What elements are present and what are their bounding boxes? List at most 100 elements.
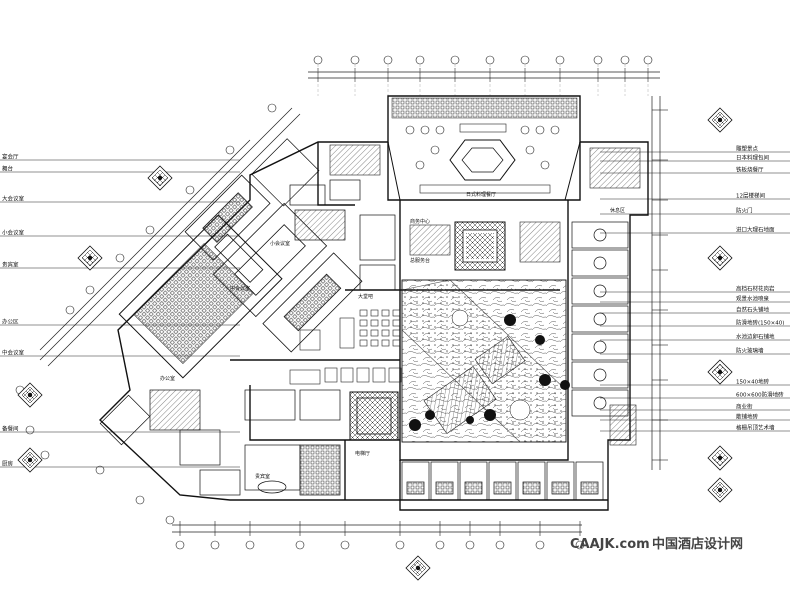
room-label: 电梯厅 xyxy=(355,450,370,457)
side-room xyxy=(571,305,629,333)
grid-axis-bubble xyxy=(65,305,75,315)
section-symbol xyxy=(707,245,733,271)
leader-label: 办公区 xyxy=(2,318,19,326)
diamond-center xyxy=(27,457,33,463)
side-room xyxy=(571,221,629,249)
lobby-furniture xyxy=(289,309,402,385)
watermark-name: 中国酒店设计网 xyxy=(652,536,743,552)
leader-label: 150×40地砖 xyxy=(736,378,770,386)
guest-room xyxy=(517,461,546,501)
room-label: 休息区 xyxy=(610,207,625,214)
leader-label: 日本料理包间 xyxy=(736,154,769,162)
right-rooms xyxy=(571,221,629,417)
leader-label: 散铺地砖 xyxy=(736,413,759,421)
grid-axis-bubble xyxy=(620,55,630,65)
lobby-table xyxy=(359,339,368,347)
grid-axis-bubble xyxy=(115,253,125,263)
grid-axis-bubble xyxy=(40,450,50,460)
grid-axis-bubble xyxy=(350,55,360,65)
room-label: 日式料理餐厅 xyxy=(466,191,496,198)
conference-hall xyxy=(118,214,283,379)
grid-axis-bubble xyxy=(485,55,495,65)
grid-axis-bubble xyxy=(225,145,235,155)
watermark-site: CAAJK.com xyxy=(570,537,650,552)
diamond-center xyxy=(717,369,723,375)
room-label: 办公室 xyxy=(160,375,175,382)
bottom-dimension-line xyxy=(172,524,582,533)
grid-axis-bubble xyxy=(210,540,220,550)
leader-label: 水池边卵石铺地 xyxy=(736,333,775,341)
room-table xyxy=(593,284,607,298)
leader-label: 进口大理石地面 xyxy=(736,226,775,234)
grid-axis-bubble xyxy=(520,55,530,65)
lobby-table xyxy=(372,367,386,383)
room-table xyxy=(593,228,607,242)
grid-axis-bubble xyxy=(593,55,603,65)
grid-axis-bubble xyxy=(435,540,445,550)
side-room xyxy=(571,333,629,361)
grid-axis-bubble xyxy=(495,540,505,550)
leader-label: 舞台 xyxy=(2,165,14,173)
lobby-table xyxy=(392,309,401,317)
lobby-table xyxy=(370,319,379,327)
room-furniture xyxy=(435,481,454,495)
room-table xyxy=(593,312,607,326)
room-furniture xyxy=(580,481,599,495)
grid-axis-bubble xyxy=(643,55,653,65)
lobby-table xyxy=(392,329,401,337)
grid-axis-bubble xyxy=(465,540,475,550)
diamond-center xyxy=(717,117,723,123)
leader-label: 备餐间 xyxy=(2,425,19,433)
side-room xyxy=(571,277,629,305)
lobby-table xyxy=(356,367,370,383)
room-label: 大堂吧 xyxy=(358,293,373,300)
grid-axis-bubble xyxy=(395,540,405,550)
leader-label: 铁板烧餐厅 xyxy=(736,166,764,174)
leader-label: 防火门 xyxy=(736,207,753,215)
room-label: 小会议室 xyxy=(270,240,290,247)
grid-axis-bubble xyxy=(185,185,195,195)
guest-room xyxy=(488,461,517,501)
diagonal-dimension-lines xyxy=(39,107,301,367)
lobby-table xyxy=(370,339,379,347)
guest-room xyxy=(401,461,430,501)
leader-label: 防火玻璃墙 xyxy=(736,347,764,355)
section-symbol xyxy=(77,245,103,271)
grid-axis-bubble xyxy=(25,425,35,435)
right-leader-texts: 雕塑景点日本料理包间铁板烧餐厅12层楼梯间防火门进口大理石地面高档石材花岗岩观景… xyxy=(736,145,784,432)
section-symbol xyxy=(405,555,431,581)
diamond-center xyxy=(717,487,723,493)
side-room xyxy=(571,249,629,277)
right-dimension-line xyxy=(651,96,661,470)
stair-cores xyxy=(329,144,641,446)
lobby-table xyxy=(388,367,402,383)
upper-left-service xyxy=(251,138,396,291)
grid-axis-markers xyxy=(15,55,668,550)
lobby-table xyxy=(370,309,379,317)
grid-axis-bubble xyxy=(535,540,545,550)
diamond-center xyxy=(415,565,421,571)
diamond-center xyxy=(87,255,93,261)
section-symbol xyxy=(707,359,733,385)
grid-axis-bubble xyxy=(295,540,305,550)
grid-axis-bubble xyxy=(555,55,565,65)
grid-axis-bubble xyxy=(415,55,425,65)
leader-label: 雕塑景点 xyxy=(736,145,759,153)
grid-axis-bubble xyxy=(85,285,95,295)
leader-label: 小会议室 xyxy=(2,229,25,237)
grid-axis-bubble xyxy=(313,55,323,65)
elevator-core xyxy=(349,221,506,441)
section-symbol xyxy=(147,165,173,191)
lower-left-offices xyxy=(99,389,341,496)
side-room xyxy=(571,361,629,389)
grid-axis-bubble xyxy=(245,540,255,550)
lobby-table xyxy=(324,367,338,383)
diamond-center xyxy=(27,392,33,398)
grid-axis-bubble xyxy=(165,515,175,525)
lobby-table xyxy=(381,319,390,327)
diamond-center xyxy=(717,455,723,461)
top-restaurant xyxy=(387,95,581,201)
